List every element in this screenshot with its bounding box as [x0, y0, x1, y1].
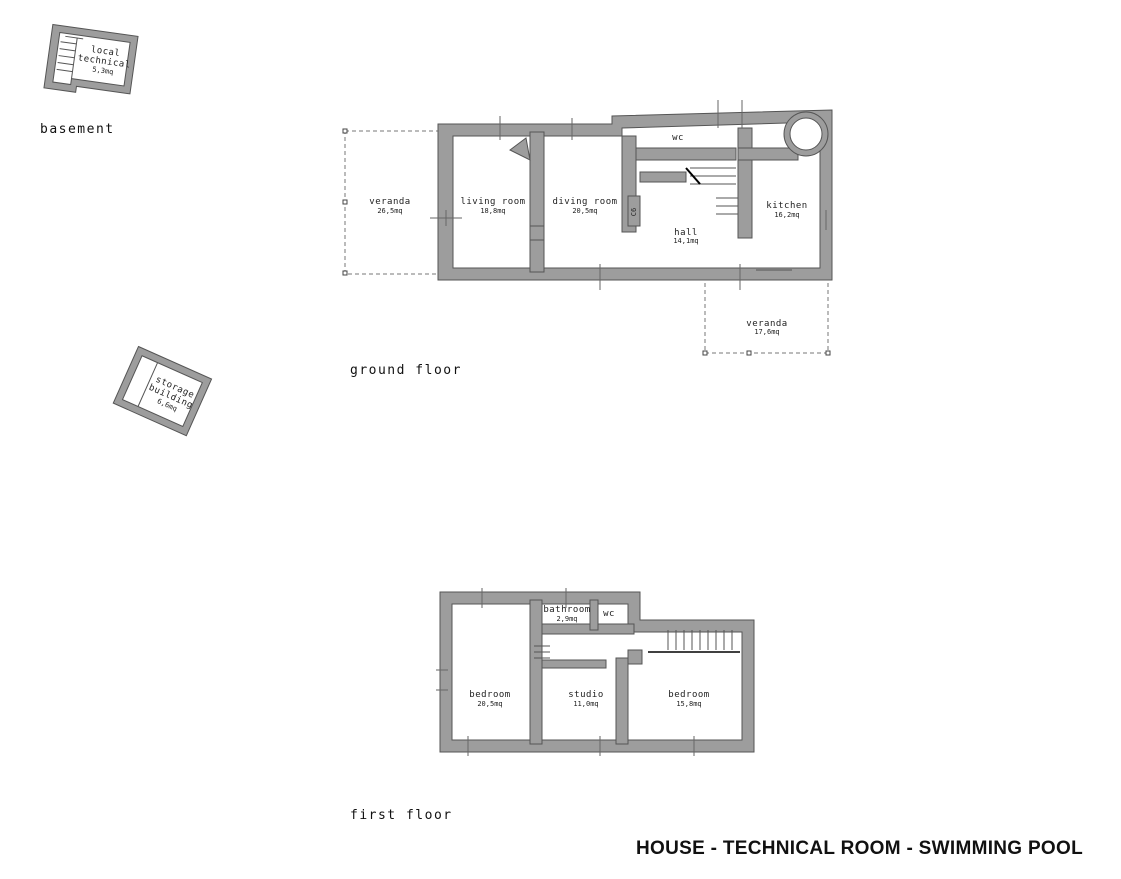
- living-room-area: 18,8mq: [480, 207, 505, 215]
- local-technical-name-1: local: [90, 45, 121, 59]
- wall-bedroom-studio: [529, 599, 543, 745]
- wall-living-diving: [529, 131, 545, 273]
- bedroom-west-area: 20,5mq: [477, 700, 502, 708]
- veranda-west-area: 26,5mq: [377, 207, 402, 215]
- studio-name: studio: [568, 690, 604, 700]
- wc-ground-name: wc: [672, 133, 684, 143]
- first-floor-label: first floor: [350, 808, 453, 823]
- diving-room-area: 20,5mq: [572, 207, 597, 215]
- studio-area: 11,0mq: [573, 700, 598, 708]
- veranda-south-outline: [704, 279, 829, 354]
- first-stair: [534, 630, 740, 659]
- wall-wc-south: [635, 147, 737, 161]
- ground-floor-label: ground floor: [350, 363, 462, 378]
- kitchen-name: kitchen: [766, 201, 807, 211]
- hall-area: 14,1mq: [673, 237, 698, 245]
- bedroom-east-name: bedroom: [668, 690, 709, 700]
- basement-plan: local technical 5,3mq: [43, 23, 139, 95]
- first-openings: [436, 588, 695, 756]
- bathroom-name: bathroom: [543, 605, 590, 615]
- bedroom-west-name: bedroom: [469, 690, 510, 700]
- hall-stair: [685, 167, 738, 215]
- wall-bath-south: [541, 623, 635, 635]
- basement-label: basement: [40, 122, 115, 137]
- basement-stair: [56, 35, 84, 79]
- ground-floor-plan: veranda 26,5mq living room 18,8mq diving…: [342, 100, 833, 356]
- hall-name: hall: [674, 228, 698, 238]
- small-room-label: C6: [630, 208, 638, 216]
- storage-building-plan: storage building 6,6mq: [112, 345, 213, 437]
- veranda-south-area: 17,6mq: [754, 328, 779, 336]
- bedroom-east-area: 15,8mq: [676, 700, 701, 708]
- drawing-title: HOUSE - TECHNICAL ROOM - SWIMMING POOL: [636, 838, 1083, 859]
- diving-room-name: diving room: [552, 197, 617, 207]
- kitchen-area: 16,2mq: [774, 211, 799, 219]
- first-floor-plan: bedroom 20,5mq bathroom 2,9mq wc studio …: [436, 588, 755, 756]
- local-technical-area: 5,3mq: [92, 65, 114, 76]
- living-room-name: living room: [460, 197, 525, 207]
- wall-studio-bedroom: [615, 657, 629, 745]
- wc-first-name: wc: [603, 609, 615, 619]
- bathroom-area: 2,9mq: [556, 615, 577, 623]
- wall-hall-kitchen: [737, 127, 753, 239]
- openings: [430, 100, 827, 290]
- veranda-west-name: veranda: [369, 197, 410, 207]
- living-fireplace: [509, 137, 531, 161]
- storage-walls: [112, 345, 213, 437]
- veranda-south-name: veranda: [746, 319, 787, 329]
